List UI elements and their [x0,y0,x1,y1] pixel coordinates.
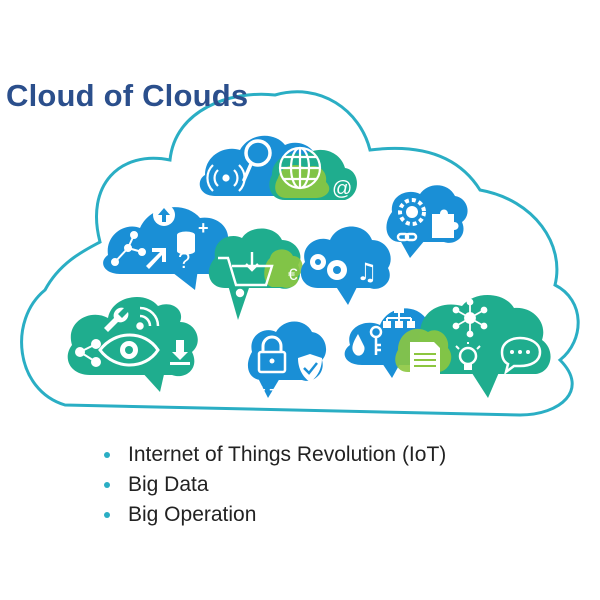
gears-icon [310,254,347,280]
upload-icon [153,204,175,226]
hub-icon [452,298,488,338]
org-chart-icon [383,305,415,328]
cloud-media [300,226,391,305]
database-icon [177,231,195,255]
page-title: Cloud of Clouds [6,78,249,113]
music-notes-icon: ♫ [356,258,378,286]
cloud-data [103,207,229,290]
link-icon [396,232,418,242]
chat-icon [500,336,542,376]
document-icon [410,342,440,376]
bullet-dot [104,482,110,488]
gear-icon [398,198,426,226]
eye-icon [98,333,160,367]
bullet-item: Big Operation [100,500,446,530]
bullet-dot [104,512,110,518]
bullet-item: Internet of Things Revolution (IoT) [100,440,446,470]
key-icon [369,325,383,355]
shield-check-icon [298,354,322,382]
download-icon [170,340,190,365]
lock-icon [257,335,287,374]
plus-icon: + [198,218,209,238]
wrench-icon [104,307,129,332]
bullet-list: Internet of Things Revolution (IoT) Big … [100,440,446,530]
question-icon: ? [178,248,190,273]
at-sign-icon: @ [332,178,352,200]
wifi-signal-icon [206,164,246,192]
drop-icon [352,334,365,356]
cloud-search-web [199,135,358,200]
bullet-text: Big Operation [128,503,257,526]
network-nodes-icon [111,231,146,266]
bullet-item: Big Data [100,470,446,500]
rss-icon [136,306,160,330]
magnifier-icon [242,139,272,182]
shopping-cart-icon [218,252,274,298]
lightbulb-icon [455,342,481,370]
globe-icon [278,146,322,190]
plus-minus-icon: + − [258,382,277,397]
bullet-dot [104,452,110,458]
bullet-text: Big Data [128,473,209,496]
puzzle-icon [432,209,459,238]
euro-icon: € [288,265,298,284]
share-icon [75,339,101,367]
bullet-text: Internet of Things Revolution (IoT) [128,443,447,466]
arrow-icon [146,248,166,269]
